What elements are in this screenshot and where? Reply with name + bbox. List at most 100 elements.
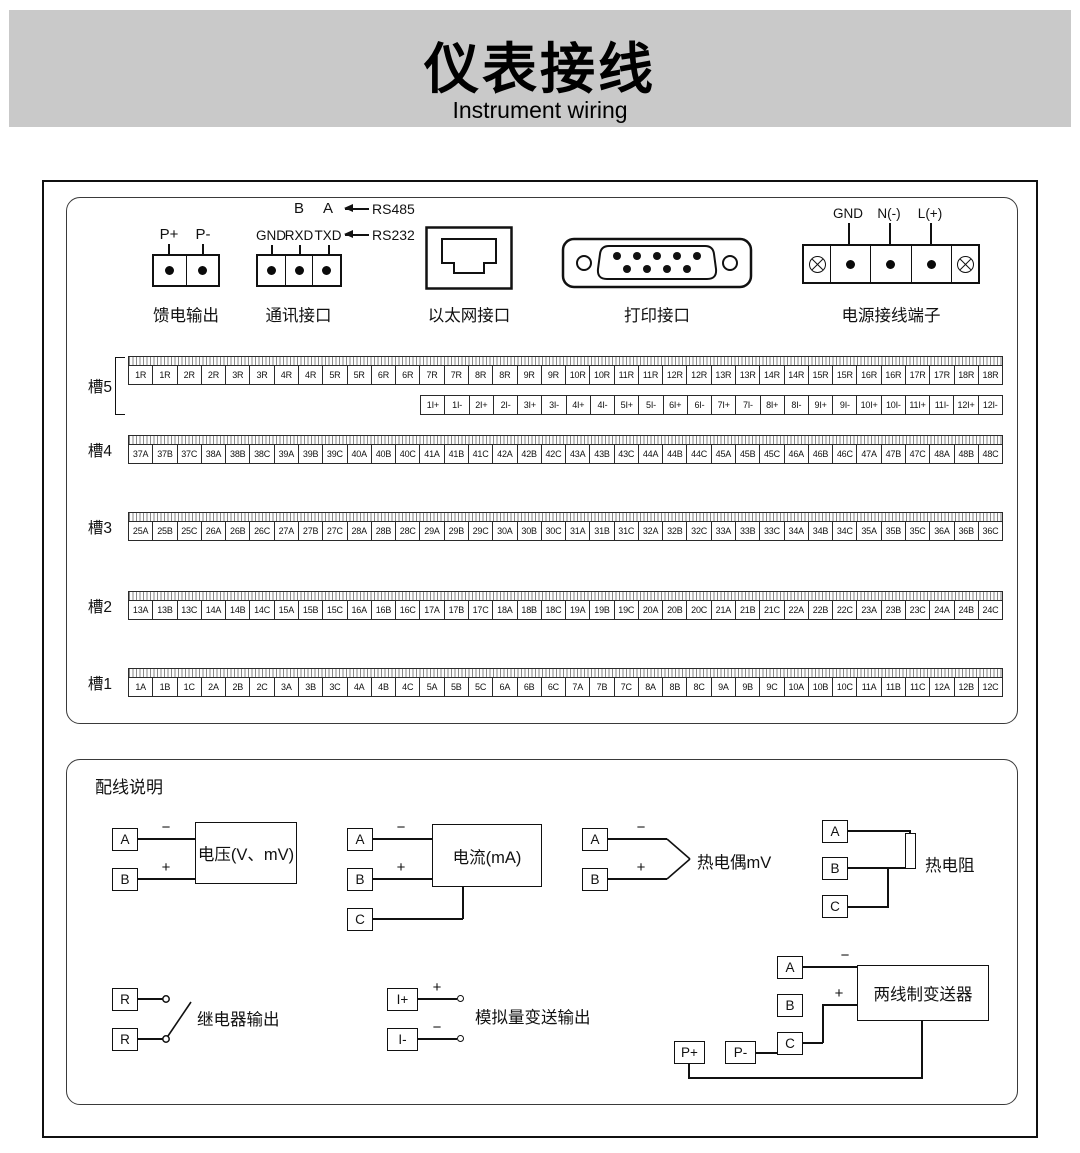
terminal-cell: 8I+ (759, 396, 784, 414)
voltage-input-box: 电压(V、mV) (195, 822, 297, 884)
terminal-cell: 3C (322, 678, 346, 696)
left-arrow-icon (344, 205, 369, 212)
pin-label: L(+) (917, 206, 943, 221)
terminal (258, 256, 285, 285)
terminal-cell: 8B (662, 678, 686, 696)
wire (803, 966, 857, 968)
terminal-cell: 21A (710, 601, 735, 619)
terminal-box: A (777, 956, 803, 979)
terminal-cell: 6R (370, 366, 395, 384)
terminal-cell: 7R (419, 366, 443, 384)
terminal-cell: 23C (905, 601, 929, 619)
terminal-cell: 19B (589, 601, 613, 619)
terminal-cell: 32C (686, 522, 710, 540)
comm-connector: B A RS485 GND RXD TXD RS232 通讯接口 (255, 198, 425, 328)
terminal-cell: 2I+ (468, 396, 493, 414)
terminal-cell: 18R (953, 366, 978, 384)
terminal-cell: 7B (589, 678, 613, 696)
wire (271, 245, 273, 254)
rs485-label: RS485 (372, 201, 415, 217)
terminal-box: B (347, 868, 373, 891)
terminal-cell: 40C (395, 445, 419, 463)
wire (608, 838, 667, 840)
terminal-cell: 31A (565, 522, 589, 540)
terminal-cell: 34C (832, 522, 856, 540)
terminal-cell: 9A (710, 678, 735, 696)
wire (418, 1038, 457, 1040)
terminal-cell: 45C (759, 445, 783, 463)
rs232-label: RS232 (372, 227, 415, 243)
terminal-cell: 1A (135, 682, 146, 692)
terminal-strip-hatch (128, 668, 1003, 677)
feed-terminal-block (152, 254, 220, 287)
pin-label: TXD (314, 228, 342, 243)
terminal-cell: 5I- (638, 396, 662, 414)
terminal-cell: 25C (176, 522, 201, 540)
terminal-cell: 11I- (929, 396, 953, 414)
terminal-cell: 9B (735, 678, 759, 696)
terminal-cell: 29C (467, 522, 492, 540)
terminal (185, 256, 219, 285)
terminal-cell: 44A (637, 445, 662, 463)
terminal-cell: 4R (297, 366, 322, 384)
terminal-cell: 9R (516, 366, 541, 384)
wiring-panel: 配线说明 A B − + 电压(V、mV) A B C − + 电流(mA) A… (66, 759, 1018, 1105)
wire (373, 878, 432, 880)
terminal-box: P- (725, 1041, 756, 1064)
terminal-cell: 4C (395, 678, 419, 696)
current-input-box: 电流(mA) (432, 824, 542, 887)
terminal-cell: 3I+ (517, 396, 541, 414)
terminal-cell: 34A (783, 522, 808, 540)
terminal-dot-icon (846, 259, 856, 269)
terminal-cell: 30C (540, 522, 565, 540)
terminal-cell: 9I+ (808, 396, 832, 414)
terminal-cell: 15C (322, 601, 346, 619)
terminal-cell: 36C (977, 522, 1002, 540)
terminal-cell: 10C (832, 678, 856, 696)
terminal-cell: 2R (200, 366, 225, 384)
terminal-cell: 41B (443, 445, 468, 463)
terminal-cell: 35C (905, 522, 929, 540)
terminal-cell: 14C (249, 601, 273, 619)
terminal-cell: 45B (735, 445, 759, 463)
terminal-cell: 29A (419, 522, 443, 540)
power-cells (830, 246, 952, 282)
terminal-cell: 47C (905, 445, 929, 463)
wire (822, 1004, 824, 1043)
terminal-cell: 11B (880, 678, 905, 696)
wire (921, 1021, 923, 1078)
terminal-cell: 45A (710, 445, 735, 463)
terminal-cell: 27B (297, 522, 322, 540)
terminal-strip-hatch (128, 435, 1003, 444)
terminal-cell: 1C (176, 678, 201, 696)
mount-screw (952, 246, 978, 282)
terminal-cell: 13R (710, 366, 735, 384)
terminal-cell: 19A (565, 601, 589, 619)
minus-sign: − (432, 1019, 442, 1036)
comm-terminal-block (256, 254, 342, 287)
terminal-cell: 28A (346, 522, 371, 540)
terminal-cell: 8R (467, 366, 492, 384)
page-title: 仪表接线 (423, 38, 656, 100)
page-header: 仪表接线 Instrument wiring (9, 10, 1071, 127)
pin-label: P- (195, 226, 211, 243)
terminal-cell: 6A (492, 678, 516, 696)
printer-connector: 打印接口 (559, 198, 755, 328)
terminal-cell: 35B (880, 522, 905, 540)
terminal-cell: 10I- (880, 396, 905, 414)
terminal-cell: 16A (346, 601, 371, 619)
terminal-cell: 28B (370, 522, 395, 540)
terminal-cell: 21C (759, 601, 783, 619)
terminal-cell: 48C (977, 445, 1002, 463)
plus-sign: + (161, 859, 171, 876)
terminal-cell: 26B (225, 522, 249, 540)
terminal-cell: 43B (589, 445, 613, 463)
terminal-cell: 37B (152, 445, 176, 463)
terminal-cell: 13B (152, 601, 176, 619)
terminal-box: C (347, 908, 373, 931)
terminal-cell: 1R (135, 370, 147, 380)
terminal-cell: 44C (686, 445, 710, 463)
terminal-cell: 7A (565, 678, 589, 696)
terminal-cell: 18B (516, 601, 541, 619)
